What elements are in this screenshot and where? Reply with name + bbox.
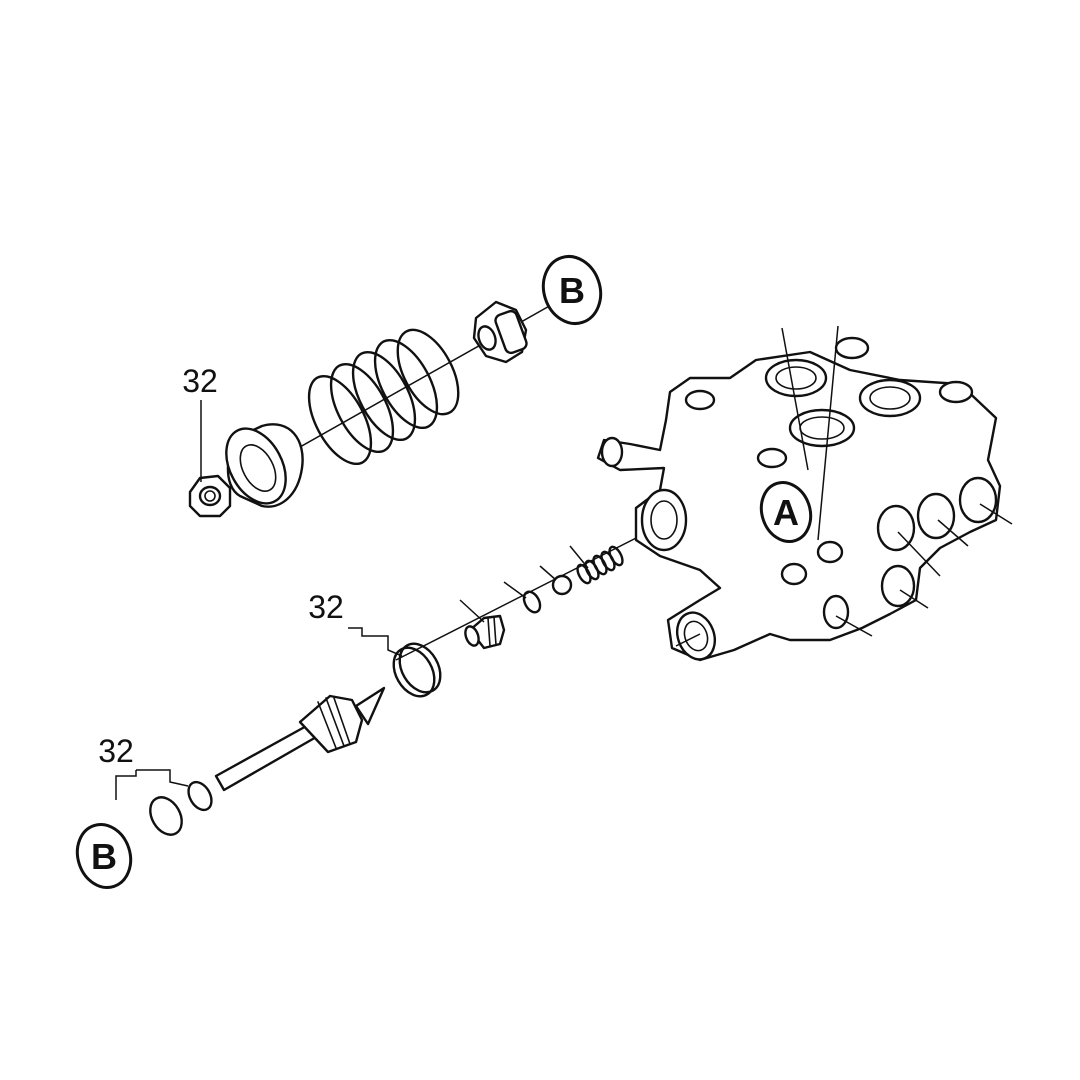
callout-nut-number: 32 xyxy=(182,363,218,399)
connector-b-upper: B xyxy=(541,255,603,325)
connector-b-lower: B xyxy=(75,823,133,889)
callout-o-ring-number: 32 xyxy=(98,733,134,769)
connector-a-label: A xyxy=(773,492,799,533)
check-ball xyxy=(539,565,573,596)
valve-insert xyxy=(459,599,506,650)
valve-seat-fitting xyxy=(472,300,528,364)
callout-o-rings: 32 xyxy=(98,733,189,800)
connector-b-lower-label: B xyxy=(91,836,117,877)
seal-ring xyxy=(392,642,442,698)
callout-seal-number: 32 xyxy=(308,589,344,625)
upper-unloader-assembly: B 32 xyxy=(182,255,603,518)
small-o-ring xyxy=(503,581,542,614)
piston-rod xyxy=(214,686,386,792)
connector-b-upper-label: B xyxy=(559,270,585,311)
small-spring xyxy=(569,545,624,585)
rod-o-rings xyxy=(149,780,213,836)
lock-nut xyxy=(188,474,232,518)
middle-check-valve-parts: 32 xyxy=(308,535,641,698)
callout-seal: 32 xyxy=(308,589,403,657)
lower-piston-assembly: B 32 xyxy=(75,686,386,889)
spring-cup xyxy=(225,423,304,508)
coil-spring xyxy=(307,328,460,466)
connector-a: A xyxy=(759,481,813,543)
callout-nut: 32 xyxy=(182,363,218,482)
